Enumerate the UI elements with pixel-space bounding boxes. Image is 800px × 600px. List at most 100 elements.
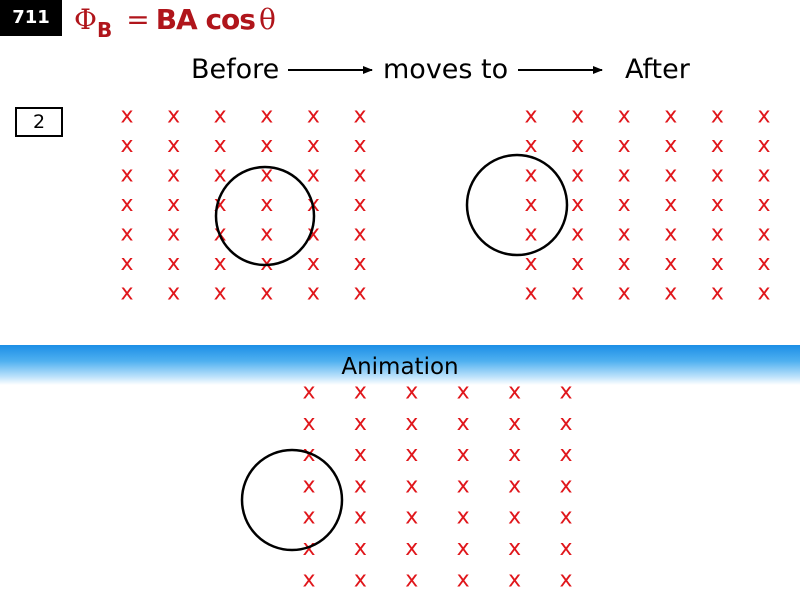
field-x-mark: x bbox=[354, 505, 367, 530]
field-x-mark: x bbox=[559, 411, 572, 436]
field-x-mark: x bbox=[664, 281, 677, 306]
field-x-mark: x bbox=[307, 222, 320, 247]
field-x-mark: x bbox=[457, 536, 470, 561]
field-x-mark: x bbox=[508, 442, 521, 467]
field-x-mark: x bbox=[353, 163, 366, 188]
field-x-mark: x bbox=[571, 104, 584, 129]
field-x-mark: x bbox=[757, 281, 770, 306]
field-x-mark: x bbox=[353, 133, 366, 158]
field-x-mark: x bbox=[167, 251, 180, 276]
field-x-mark: x bbox=[405, 442, 418, 467]
section-label: Animation bbox=[341, 354, 459, 380]
field-x-mark: x bbox=[260, 133, 273, 158]
field-x-mark: x bbox=[214, 104, 227, 129]
field-x-mark: x bbox=[167, 192, 180, 217]
field-x-mark: x bbox=[302, 442, 315, 467]
formula-phi: Φ bbox=[74, 3, 97, 36]
field-x-mark: x bbox=[354, 380, 367, 405]
field-x-mark: x bbox=[120, 192, 133, 217]
field-x-mark: x bbox=[559, 536, 572, 561]
field-x-mark: x bbox=[711, 251, 724, 276]
field-x-mark: x bbox=[571, 281, 584, 306]
field-x-mark: x bbox=[353, 104, 366, 129]
field-x-mark: x bbox=[664, 251, 677, 276]
field-x-mark: x bbox=[508, 473, 521, 498]
field-x-mark: x bbox=[167, 133, 180, 158]
loop-animation bbox=[240, 448, 344, 552]
field-x-mark: x bbox=[508, 536, 521, 561]
caption-after: After bbox=[625, 54, 690, 85]
field-x-mark: x bbox=[214, 281, 227, 306]
field-x-mark: x bbox=[354, 536, 367, 561]
field-x-mark: x bbox=[457, 505, 470, 530]
field-x-mark: x bbox=[571, 251, 584, 276]
field-x-mark: x bbox=[559, 380, 572, 405]
field-x-mark: x bbox=[618, 133, 631, 158]
field-x-mark: x bbox=[307, 163, 320, 188]
field-x-mark: x bbox=[214, 133, 227, 158]
section-band bbox=[0, 345, 800, 385]
field-x-mark: x bbox=[354, 442, 367, 467]
field-x-mark: x bbox=[353, 281, 366, 306]
field-x-mark: x bbox=[711, 281, 724, 306]
field-x-mark: x bbox=[524, 192, 537, 217]
loop-after bbox=[465, 153, 569, 257]
field-x-mark: x bbox=[524, 222, 537, 247]
field-x-mark: x bbox=[664, 104, 677, 129]
field-x-mark: x bbox=[618, 281, 631, 306]
field-x-mark: x bbox=[508, 567, 521, 592]
field-x-mark: x bbox=[757, 251, 770, 276]
field-x-mark: x bbox=[302, 411, 315, 436]
field-x-mark: x bbox=[405, 380, 418, 405]
field-x-mark: x bbox=[757, 104, 770, 129]
field-x-mark: x bbox=[757, 163, 770, 188]
field-x-mark: x bbox=[260, 281, 273, 306]
field-x-mark: x bbox=[508, 380, 521, 405]
caption-before: Before bbox=[191, 54, 280, 85]
field-x-mark: x bbox=[618, 222, 631, 247]
field-x-mark: x bbox=[405, 567, 418, 592]
field-x-mark: x bbox=[711, 222, 724, 247]
field-x-mark: x bbox=[524, 163, 537, 188]
field-x-mark: x bbox=[711, 133, 724, 158]
slide-number-badge: 711 bbox=[0, 0, 62, 36]
field-x-mark: x bbox=[618, 251, 631, 276]
step-number-box: 2 bbox=[15, 107, 63, 137]
field-x-mark: x bbox=[302, 536, 315, 561]
field-x-mark: x bbox=[120, 104, 133, 129]
field-x-mark: x bbox=[559, 442, 572, 467]
field-x-mark: x bbox=[260, 192, 273, 217]
field-x-mark: x bbox=[120, 281, 133, 306]
field-x-mark: x bbox=[457, 473, 470, 498]
field-x-mark: x bbox=[167, 104, 180, 129]
loop-before bbox=[214, 165, 316, 267]
field-x-mark: x bbox=[405, 473, 418, 498]
field-x-mark: x bbox=[353, 222, 366, 247]
field-x-mark: x bbox=[524, 104, 537, 129]
field-x-mark: x bbox=[757, 222, 770, 247]
field-x-mark: x bbox=[559, 505, 572, 530]
field-x-mark: x bbox=[405, 411, 418, 436]
formula-theta: θ bbox=[258, 3, 276, 36]
field-x-mark: x bbox=[354, 567, 367, 592]
field-x-mark: x bbox=[302, 473, 315, 498]
field-x-mark: x bbox=[618, 192, 631, 217]
field-x-mark: x bbox=[508, 505, 521, 530]
field-x-mark: x bbox=[120, 133, 133, 158]
field-x-mark: x bbox=[711, 163, 724, 188]
field-x-mark: x bbox=[307, 251, 320, 276]
field-x-mark: x bbox=[559, 567, 572, 592]
field-x-mark: x bbox=[214, 163, 227, 188]
field-x-mark: x bbox=[214, 251, 227, 276]
field-x-mark: x bbox=[457, 411, 470, 436]
field-x-mark: x bbox=[571, 163, 584, 188]
field-x-mark: x bbox=[405, 536, 418, 561]
field-x-mark: x bbox=[757, 192, 770, 217]
field-x-mark: x bbox=[120, 163, 133, 188]
field-x-mark: x bbox=[307, 133, 320, 158]
field-x-mark: x bbox=[405, 505, 418, 530]
field-x-mark: x bbox=[571, 192, 584, 217]
